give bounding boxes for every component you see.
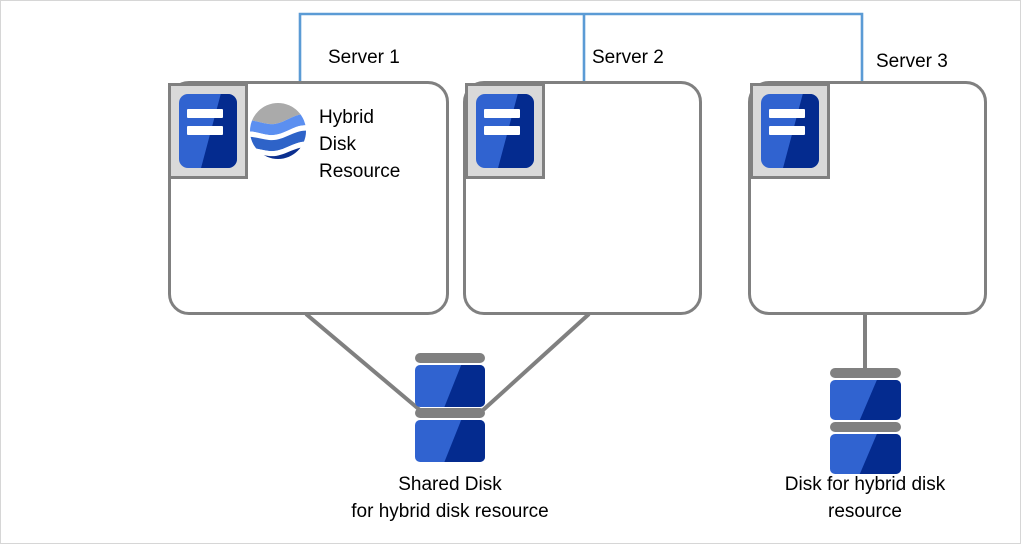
disk-body <box>830 380 901 420</box>
shared-disk-caption-line-1: Shared Disk <box>398 474 502 495</box>
server-3-bracket-label: Server 3 <box>876 51 948 72</box>
hybrid-disk-resource-line-3: Resource <box>319 160 401 182</box>
disk-body <box>415 420 485 462</box>
disk-platter <box>830 422 901 432</box>
server-chassis <box>179 94 237 168</box>
server-bay-bar <box>484 125 521 136</box>
disk-body <box>415 365 485 407</box>
server-bay-bar <box>187 125 224 136</box>
shared-disk-icon[interactable] <box>415 353 485 462</box>
server-1-bracket-label: Server 1 <box>328 47 400 68</box>
connector-server2-shared-disk <box>480 312 591 413</box>
hybrid-disk-resource-line-2: Disk <box>319 133 356 155</box>
server-bay-bar <box>187 108 224 119</box>
connector-server1-shared-disk <box>304 312 423 413</box>
hybrid-disk-caption-line-1: Disk for hybrid disk <box>784 474 946 495</box>
shared-disk-caption-line-2: for hybrid disk resource <box>351 500 549 522</box>
hybrid-disk-resource-line-1: Hybrid <box>319 107 374 128</box>
globe-icon <box>250 103 306 159</box>
server-chassis <box>476 94 534 168</box>
disk-platter <box>415 408 485 418</box>
server-icon-2 <box>465 83 545 179</box>
hybrid-disk-icon[interactable] <box>830 368 901 474</box>
shared-disk-caption: Shared Disk for hybrid disk resource <box>300 472 600 526</box>
server-2-bracket-label: Server 2 <box>592 47 664 68</box>
hybrid-disk-resource-label: Hybrid Disk Resource <box>319 105 400 186</box>
server-icon-3 <box>750 83 830 179</box>
disk-platter <box>830 368 901 378</box>
server-bay-bar <box>769 125 806 136</box>
server-bay-bar <box>769 108 806 119</box>
disk-platter <box>415 353 485 363</box>
server-bay-bar <box>484 108 521 119</box>
server-icon-1 <box>168 83 248 179</box>
server-chassis <box>761 94 819 168</box>
hybrid-disk-caption-line-2: resource <box>828 500 902 522</box>
hybrid-disk-caption: Disk for hybrid disk resource <box>715 472 1015 526</box>
disk-body <box>830 434 901 474</box>
cluster-bracket <box>298 12 864 81</box>
